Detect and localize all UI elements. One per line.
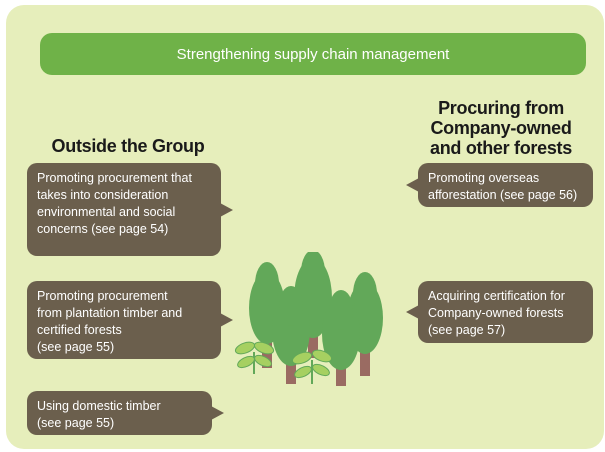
bubble-line: Promoting procurement — [37, 289, 168, 303]
bubble-overseas-afforestation: Promoting overseas afforestation (see pa… — [406, 163, 593, 207]
heading-company-forests-line: Company-owned — [430, 118, 572, 138]
bubble-line: (see page 57) — [428, 323, 506, 337]
bubble-line: from plantation timber and — [37, 306, 183, 320]
bubble-line: Company-owned forests — [428, 306, 564, 320]
bubble-line: takes into consideration — [37, 188, 169, 202]
bubble-line: afforestation (see page 56) — [428, 188, 578, 202]
bubble-plantation-timber: Promoting procurement from plantation ti… — [27, 281, 233, 359]
banner-supply-chain: Strengthening supply chain management — [40, 33, 586, 75]
bubble-line: Acquiring certification for — [428, 289, 565, 303]
bubble-line: environmental and social — [37, 205, 176, 219]
bubble-line: certified forests — [37, 323, 122, 337]
bubble-line: (see page 55) — [37, 340, 115, 354]
bubble-domestic-timber: Using domestic timber (see page 55) — [27, 391, 224, 435]
bubble-line: Promoting overseas — [428, 171, 540, 185]
banner-label: Strengthening supply chain management — [176, 45, 450, 63]
bubble-forest-certification: Acquiring certification for Company-owne… — [406, 281, 593, 343]
bubble-procurement-considerations: Promoting procurement that takes into co… — [27, 163, 233, 256]
bubble-line: (see page 55) — [37, 416, 115, 430]
heading-outside-group: Outside the Group — [28, 136, 228, 156]
bubble-line: Promoting procurement that — [37, 171, 192, 185]
heading-company-forests-line: Procuring from — [438, 98, 564, 118]
heading-company-forests-line: and other forests — [430, 138, 572, 158]
bubble-line: Using domestic timber — [37, 399, 161, 413]
bubble-line: concerns (see page 54) — [37, 222, 169, 236]
heading-company-forests: Procuring from Company-owned and other f… — [406, 98, 596, 158]
diagram-panel: Strengthening supply chain management Ou… — [6, 5, 604, 449]
heading-outside-group-text: Outside the Group — [51, 136, 205, 156]
forest-trees-icon — [234, 252, 383, 386]
